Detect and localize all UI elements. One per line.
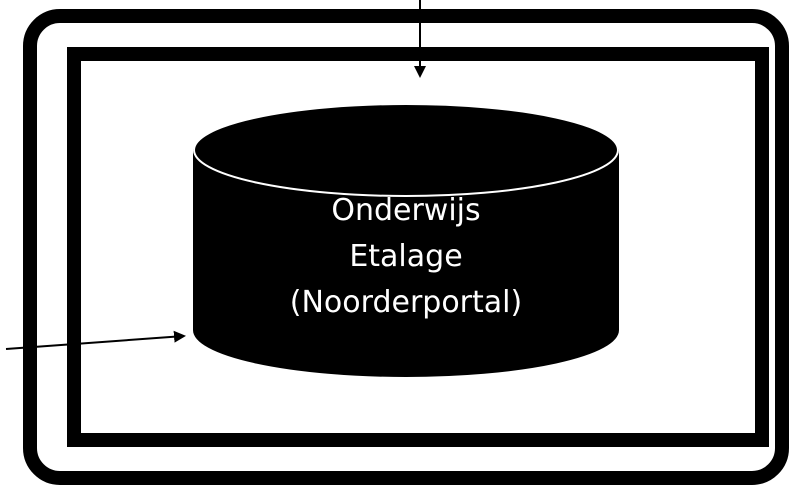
cylinder-body <box>193 149 619 377</box>
database-label-line-3: (Noorderportal) <box>289 285 523 320</box>
cylinder-top <box>193 103 619 197</box>
inner-rectangular-frame <box>67 47 769 447</box>
database-cylinder <box>193 103 619 377</box>
database-label-line-2: Etalage <box>349 239 463 274</box>
outer-rounded-frame <box>23 9 789 485</box>
database-label-line-1: Onderwijs <box>331 193 481 228</box>
database-label: Onderwijs Etalage (Noorderportal) <box>200 188 612 326</box>
arrow-from-left <box>5 330 186 350</box>
